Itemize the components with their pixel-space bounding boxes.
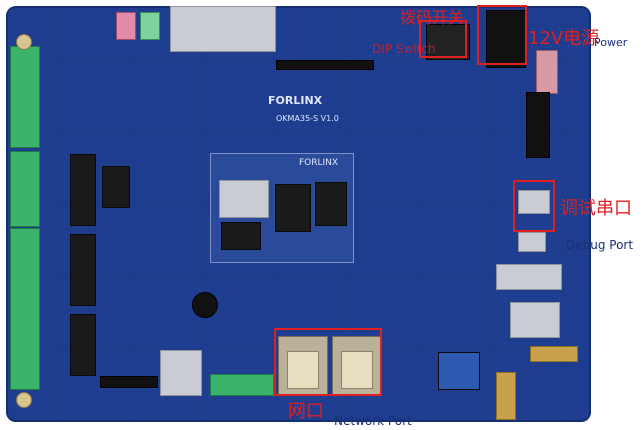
rj45-port-1-opening	[287, 351, 319, 389]
green-audio-jack	[140, 12, 160, 40]
antenna-connector-2	[496, 372, 516, 420]
board-brand-text: FORLINX	[268, 94, 323, 107]
usb-port-right	[496, 264, 562, 290]
terminal-block-bottom	[210, 374, 274, 396]
annotation-power-cn: 12V电源	[528, 28, 600, 49]
antenna-connector	[530, 346, 578, 362]
mounting-hole-bl	[16, 392, 32, 408]
annotation-debug-en: Debug Port	[566, 238, 634, 252]
callout-dip-switch	[419, 20, 467, 58]
bottom-header	[100, 376, 158, 388]
sd-holder-bottom	[160, 350, 202, 396]
callout-network-port	[274, 328, 382, 396]
ic-column-b	[70, 234, 96, 306]
annotation-network-cn: 网口	[288, 401, 324, 422]
right-header-1	[526, 92, 550, 158]
som-flash	[221, 222, 261, 250]
ic-column-d	[102, 166, 130, 208]
mounting-hole-tl	[16, 34, 32, 50]
ic-column-c	[70, 314, 96, 376]
terminal-block-left-3	[10, 228, 40, 390]
annotation-dip-switch-cn: 拨码开关	[400, 8, 465, 27]
annotation-network-en: Network Port	[334, 414, 412, 428]
terminal-block-left-2	[10, 151, 40, 227]
wifi-module	[438, 352, 480, 390]
som-shield-a	[219, 180, 269, 218]
annotation-dip-switch-en: DIP Switch	[372, 42, 436, 56]
system-on-module: FORLINX	[210, 153, 354, 263]
callout-power	[477, 5, 527, 65]
som-brand-text: FORLINX	[299, 158, 339, 168]
sd-card-slot	[510, 302, 560, 338]
power-switch	[536, 50, 558, 94]
som-memory	[315, 182, 347, 226]
callout-debug-port	[513, 180, 555, 232]
terminal-block-left-1	[10, 46, 40, 148]
annotation-debug-cn: 调试串口	[560, 198, 632, 219]
pink-audio-jack	[116, 12, 136, 40]
ffc-connector	[276, 60, 374, 70]
som-processor	[275, 184, 311, 232]
buzzer	[192, 292, 218, 318]
ic-column-a	[70, 154, 96, 226]
dev-board: FORLINX FORLINX OKMA35-S V1.0	[6, 6, 591, 422]
rj45-port-1	[278, 336, 328, 396]
dvi-connector	[170, 6, 276, 52]
rj45-port-2-opening	[341, 351, 373, 389]
annotation-power-en: Power	[594, 36, 628, 49]
debug-usb-b	[518, 232, 546, 252]
board-model-text: OKMA35-S V1.0	[276, 114, 339, 123]
debug-usb-a	[518, 190, 550, 214]
dip-switch-block	[426, 24, 470, 60]
